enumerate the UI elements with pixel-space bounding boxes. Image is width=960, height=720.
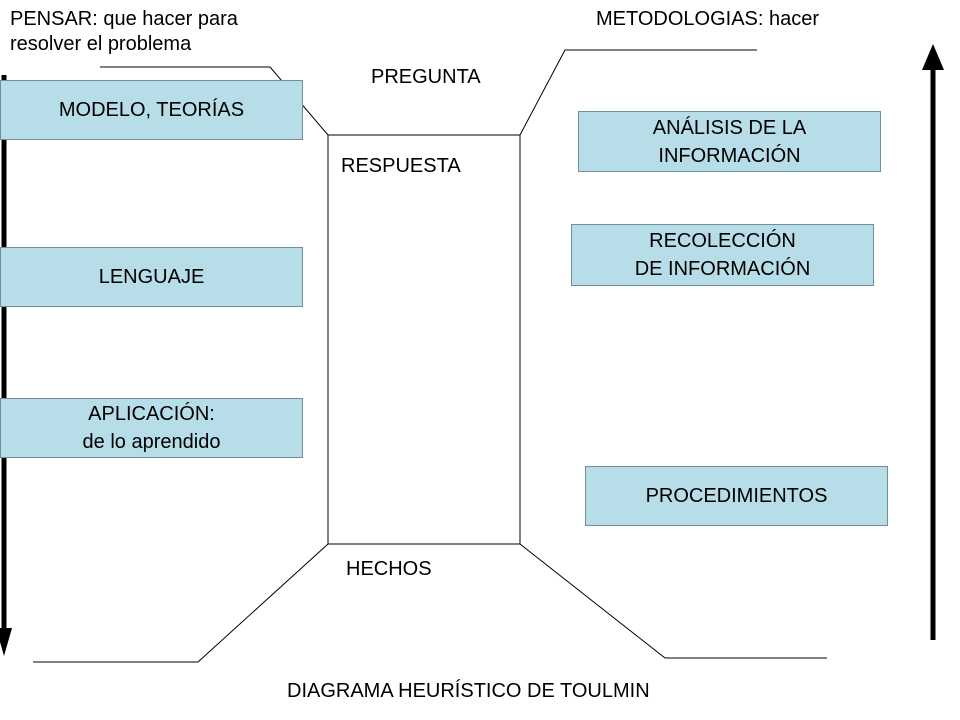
respuesta-label: RESPUESTA <box>341 155 461 177</box>
arrow-up-icon <box>922 44 944 640</box>
box-aplicacion: APLICACIÓN: de lo aprendido <box>0 398 303 458</box>
box-recoleccion-line1: RECOLECCIÓN <box>649 230 796 252</box>
box-lenguaje: LENGUAJE <box>0 247 303 307</box>
box-lenguaje-line1: LENGUAJE <box>98 266 205 288</box>
box-modelo-teorias-line1: MODELO, TEORÍAS <box>58 99 245 121</box>
box-procedimientos-line1: PROCEDIMIENTOS <box>645 485 828 507</box>
box-analisis-informacion: ANÁLISIS DE LA INFORMACIÓN <box>578 111 881 172</box>
center-rectangle <box>327 134 521 545</box>
diagram-title: DIAGRAMA HEURÍSTICO DE TOULMIN <box>287 680 650 702</box>
box-aplicacion-line1: APLICACIÓN: <box>88 403 215 425</box>
pregunta-label: PREGUNTA <box>371 66 481 88</box>
hechos-label: HECHOS <box>346 558 432 580</box>
box-analisis-line1: ANÁLISIS DE LA <box>652 116 807 139</box>
box-recoleccion-informacion: RECOLECCIÓN DE INFORMACIÓN <box>571 224 874 286</box>
connector-bottom-left <box>33 543 329 663</box>
left-heading-line2: resolver el problema <box>10 33 192 55</box>
right-heading: METODOLOGIAS: hacer <box>596 8 820 30</box>
box-recoleccion-line2: DE INFORMACIÓN <box>634 258 811 280</box>
connector-top-right <box>519 49 757 136</box>
connector-bottom-right <box>519 543 827 659</box>
box-modelo-teorias: MODELO, TEORÍAS <box>0 80 303 140</box>
left-heading: PENSAR: que hacer para resolver el probl… <box>10 7 238 57</box>
box-analisis-line2: INFORMACIÓN <box>658 144 801 167</box>
arrow-down-icon <box>0 75 12 656</box>
box-aplicacion-line2: de lo aprendido <box>82 431 221 453</box>
left-heading-line1: PENSAR: que hacer para <box>10 8 238 30</box>
box-procedimientos: PROCEDIMIENTOS <box>585 466 888 526</box>
connector-top-left <box>100 66 329 136</box>
